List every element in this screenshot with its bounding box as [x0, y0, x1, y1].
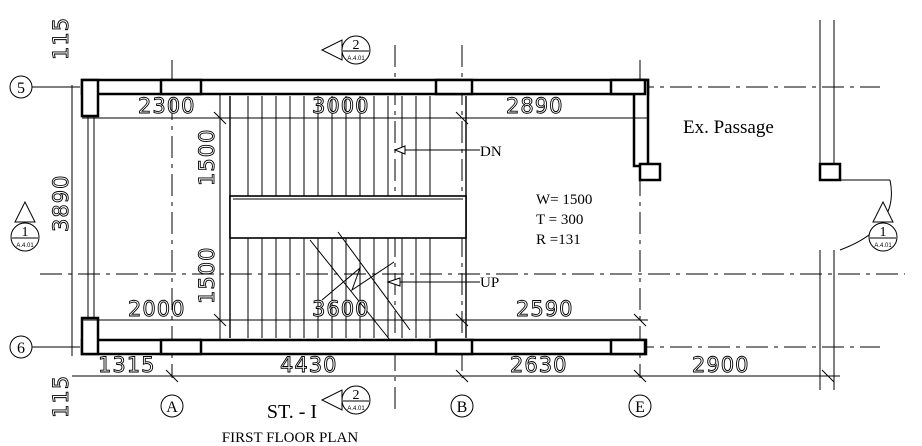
dim-base-d: 2900 — [692, 353, 749, 377]
section-tag-right: 1 A.4.01 — [868, 200, 898, 252]
section-tag-bottom-ref: A.4.01 — [347, 406, 365, 412]
dim-bottom-left: 2000 — [128, 297, 185, 321]
columns — [159, 78, 842, 356]
section-tag-left: 1 A.4.01 — [10, 200, 40, 252]
stair-specs: W= 1500 T = 300 R =131 — [536, 192, 592, 248]
stair-break-line — [309, 231, 411, 341]
dim-base-c: 2630 — [510, 353, 567, 377]
tick-3 — [455, 111, 469, 125]
spec-riser: R =131 — [536, 232, 581, 248]
column-a5 — [159, 78, 203, 96]
section-tag-left-circle — [10, 222, 40, 252]
up-label: UP — [480, 275, 499, 291]
dim-flight-top: 1500 — [195, 129, 219, 186]
grid-marker-a-circle — [160, 394, 184, 418]
dimension-texts: 2300 3000 2890 2000 3600 2590 1315 4430 … — [49, 16, 749, 418]
dim-top-right: 2890 — [506, 94, 563, 118]
section-tag-top: 2 A.4.01 — [320, 35, 371, 65]
section-tags: 2 A.4.01 2 A.4.01 1 A.4.01 1 A.4.01 — [10, 35, 898, 415]
column-a6 — [159, 338, 203, 356]
tick-4 — [455, 313, 469, 327]
grid-marker-b-circle — [450, 394, 474, 418]
column-e-passage — [638, 162, 662, 182]
column-passage-top — [818, 162, 842, 182]
grid-marker-5: 5 — [17, 80, 25, 97]
grid-markers: 5 6 A B E — [9, 75, 652, 418]
section-tag-right-arrow — [872, 200, 894, 223]
grid-marker-a: A — [166, 399, 178, 416]
left-bottom-wall-stub — [80, 316, 100, 356]
drawing-title: ST. - I — [267, 401, 317, 423]
dim-bottom-mid: 3600 — [312, 297, 369, 321]
dn-label: DN — [480, 144, 502, 160]
tick-6 — [165, 369, 179, 383]
tick-9 — [821, 369, 835, 383]
column-b5 — [434, 78, 474, 96]
section-tag-right-circle — [868, 222, 898, 252]
spec-width: W= 1500 — [536, 192, 592, 208]
dim-top-115: 115 — [49, 17, 73, 60]
dim-left-height: 3890 — [49, 175, 73, 232]
grid-marker-6: 6 — [17, 340, 25, 357]
section-tag-bottom-arrow — [320, 389, 343, 411]
column-e5 — [609, 78, 647, 96]
tick-8 — [633, 369, 647, 383]
section-tag-left-ref: A.4.01 — [16, 243, 34, 249]
ex-passage-label: Ex. Passage — [683, 117, 774, 138]
up-arrowhead — [386, 277, 401, 287]
grid-marker-e: E — [635, 399, 645, 416]
stair-landing — [229, 195, 467, 239]
column-b6 — [434, 338, 474, 356]
direction-arrows: DN UP — [386, 144, 502, 291]
section-tag-left-arrow — [14, 200, 36, 223]
section-tag-top-arrow — [320, 39, 343, 61]
dim-bottom-115: 115 — [49, 375, 73, 418]
section-tag-right-ref: A.4.01 — [874, 243, 892, 249]
dimension-lines — [71, 85, 840, 383]
dn-arrowhead — [393, 145, 406, 155]
column-e6 — [609, 338, 647, 356]
dim-base-a: 1315 — [98, 353, 155, 377]
dim-top-mid: 3000 — [312, 94, 369, 118]
tick-2 — [213, 313, 227, 327]
grid-marker-b: B — [457, 399, 468, 416]
tick-5 — [633, 313, 647, 327]
section-tag-bottom-number: 2 — [353, 388, 360, 403]
section-tag-bottom: 2 A.4.01 — [320, 385, 371, 415]
section-tag-left-number: 1 — [22, 225, 29, 240]
left-top-wall-stub — [80, 78, 100, 118]
section-tag-top-ref: A.4.01 — [347, 56, 365, 62]
tick-7 — [455, 369, 469, 383]
section-tag-right-number: 1 — [880, 225, 887, 240]
section-tag-top-number: 2 — [353, 38, 360, 53]
dim-flight-bottom: 1500 — [195, 247, 219, 304]
dim-top-left: 2300 — [138, 94, 195, 118]
dim-base-b: 4430 — [280, 353, 337, 377]
grid-marker-e-circle — [628, 394, 652, 418]
drawing-subtitle: FIRST FLOOR PLAN — [222, 430, 359, 446]
tick-1 — [213, 111, 227, 125]
spec-tread: T = 300 — [536, 212, 583, 228]
walls — [80, 20, 835, 390]
dim-bottom-right: 2590 — [516, 297, 573, 321]
